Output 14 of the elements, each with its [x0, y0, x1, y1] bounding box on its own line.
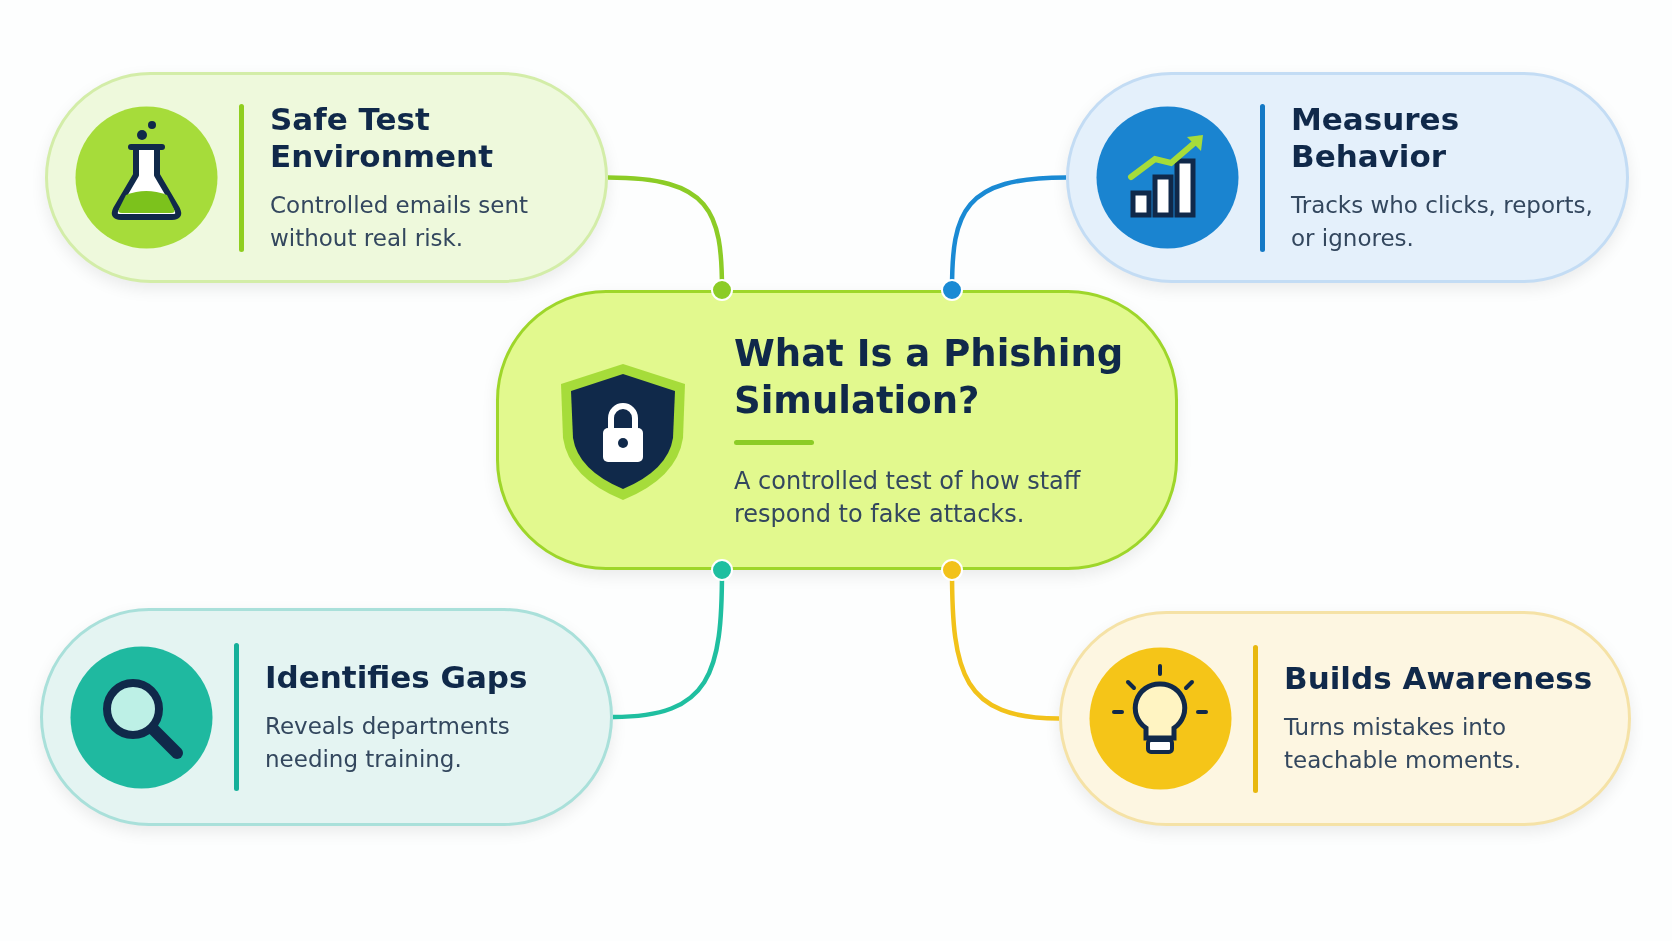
- connector: [607, 175, 733, 301]
- description: Tracks who clicks, reports, or ignores.: [1291, 190, 1594, 253]
- connector: [941, 559, 1060, 721]
- connector: [941, 175, 1067, 301]
- description: Controlled emails sent without real risk.: [270, 190, 530, 253]
- card-heading: Measures Behavior: [1291, 100, 1461, 175]
- title: What Is a Phishing Simulation?: [734, 330, 1125, 424]
- card-heading: Builds Awareness: [1284, 660, 1594, 697]
- card-heading: Identifies Gaps: [265, 658, 529, 696]
- description: Reveals departments needing training.: [265, 711, 511, 774]
- description: A controlled test of how staff respond to fake attacks.: [734, 465, 1082, 530]
- card-heading: Safe Test Environment: [270, 100, 494, 175]
- description: Turns mistakes into teachable moments.: [1284, 713, 1522, 775]
- connector: [612, 559, 733, 720]
